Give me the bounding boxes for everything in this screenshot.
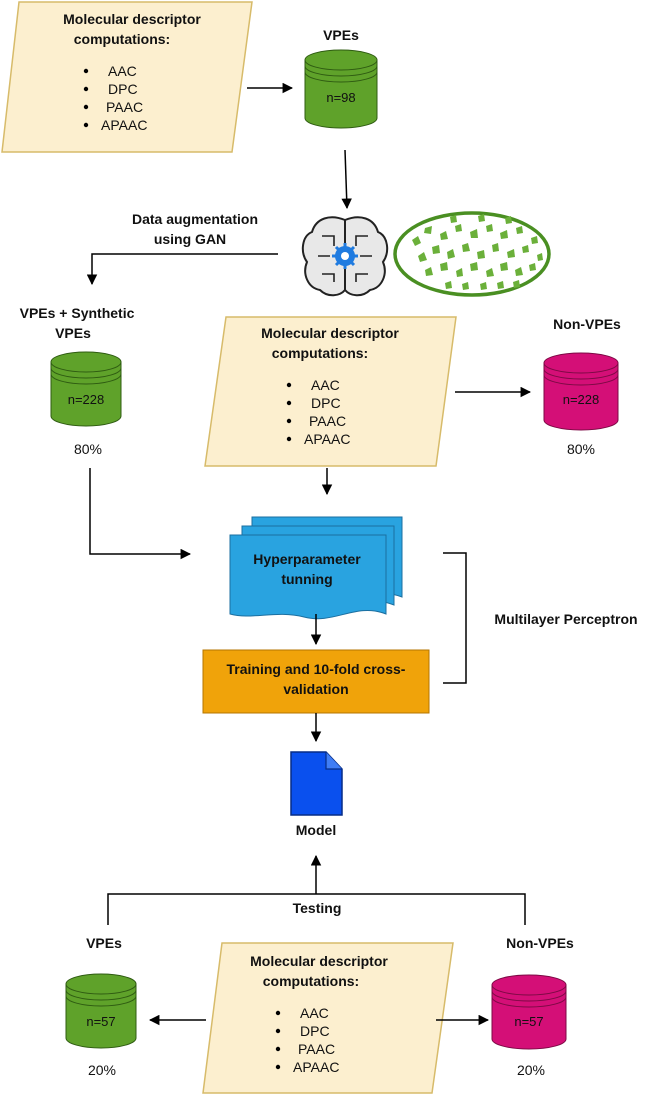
descriptor-item-paac-top: PAAC [106,99,143,115]
descriptor-list-middle: AAC DPC PAAC APAAC [286,377,350,447]
descriptor-title-line1-top: Molecular descriptor [63,11,201,27]
descriptor-item-aac-top: AAC [108,63,137,79]
nonvpes-train-database-icon [543,352,619,431]
hyperparameter-label-line1: Hyperparameter [253,551,361,567]
arrow-vpes-to-gan [341,149,352,210]
training-validation-box [202,649,430,714]
nonvpes-test-count: n=57 [514,1014,543,1029]
descriptor-block-bottom: Molecular descriptor computations: AAC D… [202,942,454,1094]
testing-label: Testing [293,900,342,916]
vpes-test-database-icon [65,973,137,1049]
model-label: Model [296,822,336,838]
descriptor-block-top: Molecular descriptor computations: AAC D… [1,1,253,153]
descriptor-title-line2-bottom: computations: [263,973,359,989]
descriptor-item-dpc-bottom: DPC [300,1023,330,1039]
ai-brain-gear-icon [301,216,389,297]
vpes-top-count: n=98 [326,90,355,105]
synthetic-vpes-count: n=228 [68,392,105,407]
descriptor-item-paac-bottom: PAAC [298,1041,335,1057]
hyperparameter-tuning-documents [229,516,403,620]
synthetic-vpes-label-line2: VPEs [55,325,91,341]
vpes-top-database-icon [304,49,378,129]
model-document-icon [290,751,343,816]
descriptor-parallelogram-bottom [202,942,454,1094]
descriptor-title-line2-middle: computations: [272,345,368,361]
descriptor-item-dpc-middle: DPC [311,395,341,411]
synthetic-vpes-percent: 80% [74,441,102,457]
arrow-gan-to-synthetic [86,253,278,286]
descriptor-item-aac-middle: AAC [311,377,340,393]
descriptor-title-line2-top: computations: [74,31,170,47]
descriptor-item-apaac-top: APAAC [101,117,147,133]
descriptor-list-bottom: AAC DPC PAAC APAAC [275,1005,339,1075]
synthetic-vpes-label-line1: VPEs + Synthetic [20,305,135,321]
vpes-test-percent: 20% [88,1062,116,1078]
nonvpes-train-count: n=228 [563,392,600,407]
mlp-label: Multilayer Perceptron [494,611,637,627]
descriptor-parallelogram-top [1,1,253,153]
descriptor-title-line1-bottom: Molecular descriptor [250,953,388,969]
testing-connector-line [107,893,526,925]
synthetic-samples-cell-illustration [393,211,551,297]
nonvpes-test-database-icon [491,974,567,1050]
vpes-test-label: VPEs [86,935,122,951]
training-label-line2: validation [283,681,348,697]
descriptor-item-aac-bottom: AAC [300,1005,329,1021]
nonvpes-train-label: Non-VPEs [553,316,621,332]
nonvpes-test-percent: 20% [517,1062,545,1078]
nonvpes-test-label: Non-VPEs [506,935,574,951]
nonvpes-train-percent: 80% [567,441,595,457]
descriptor-list-top: AAC DPC PAAC APAAC [83,63,147,133]
descriptor-block-middle: Molecular descriptor computations: AAC D… [204,316,457,467]
augmentation-label-line2: using GAN [154,231,226,247]
arrow-synthetic-to-hyperparameter [89,468,192,560]
training-label-line1: Training and 10-fold cross- [227,661,406,677]
descriptor-item-apaac-middle: APAAC [304,431,350,447]
augmentation-label-line1: Data augmentation [132,211,258,227]
descriptor-item-apaac-bottom: APAAC [293,1059,339,1075]
hyperparameter-label-line2: tunning [281,571,332,587]
descriptor-title-line1-middle: Molecular descriptor [261,325,399,341]
synthetic-vpes-database-icon [50,351,122,427]
vpes-test-count: n=57 [86,1014,115,1029]
descriptor-parallelogram-middle [204,316,457,467]
vpes-top-label: VPEs [323,27,359,43]
descriptor-item-dpc-top: DPC [108,81,138,97]
mlp-bracket [443,552,467,684]
descriptor-item-paac-middle: PAAC [309,413,346,429]
